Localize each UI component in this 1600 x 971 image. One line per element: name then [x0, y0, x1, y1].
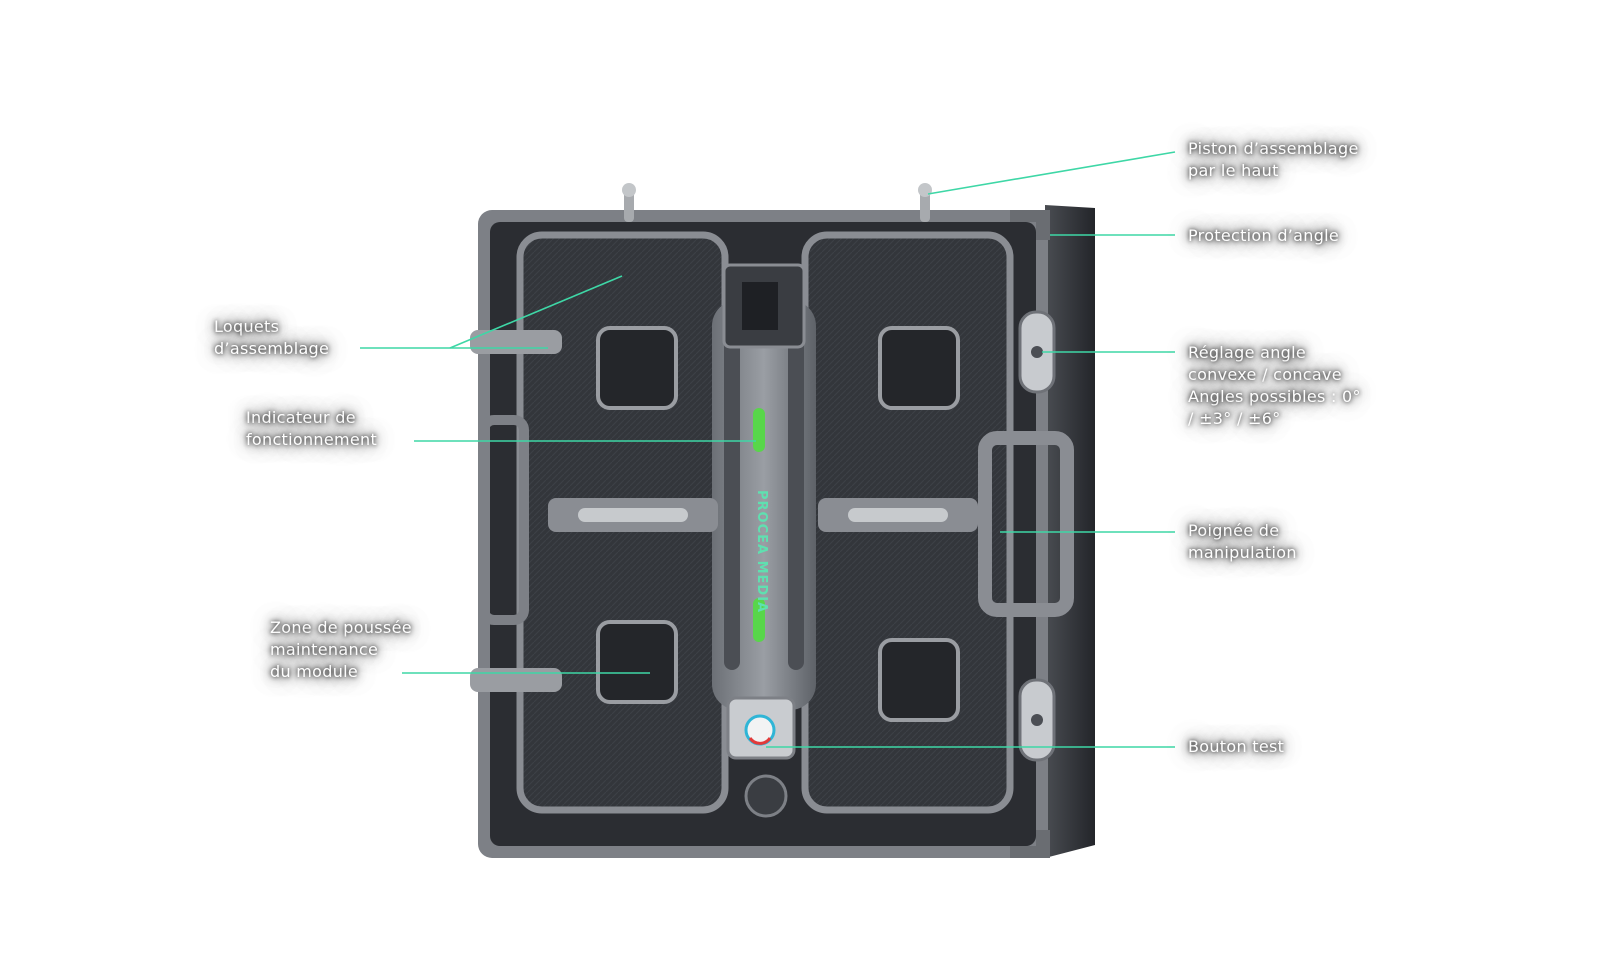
handle-grip [978, 431, 1074, 617]
callout-handle-line-1: Poignée de [1188, 521, 1280, 540]
spine-bottom-knob [744, 774, 788, 818]
leader-piston [927, 151, 1176, 195]
right-connector-slot [848, 508, 948, 522]
callout-handle-line-2: manipulation [1188, 543, 1297, 562]
spine-inner-left [724, 330, 740, 670]
module-lock-bottom-right [878, 638, 960, 722]
callout-indicator-line-1: Indicateur de [246, 408, 356, 427]
left-side-rail [479, 415, 529, 625]
callout-corner-line-1: Protection d’angle [1188, 226, 1340, 245]
status-led-top [753, 408, 765, 452]
callout-angle-line-2: convexe / concave [1188, 365, 1342, 384]
callout-angle-line-3: Angles possibles : 0° [1188, 387, 1361, 406]
callout-test-button: Bouton test [1188, 736, 1284, 758]
left-connector-slot [578, 508, 688, 522]
callout-indicator-line-2: fonctionnement [246, 430, 378, 449]
spine-label-plate [742, 282, 778, 330]
callout-push-zone-line-1: Zone de poussée [270, 618, 412, 637]
callout-piston-line-2: par le haut [1188, 161, 1279, 180]
callout-angle-line-1: Réglage angle [1188, 343, 1307, 362]
callout-latches: Loquets d’assemblage [214, 316, 329, 360]
callout-push-zone-line-3: du module [270, 662, 359, 681]
callout-angle-line-4: / ±3° / ±6° [1188, 409, 1281, 428]
callout-handle: Poignée de manipulation [1188, 520, 1297, 564]
test-button-mark [748, 737, 772, 745]
status-led-bottom [753, 598, 765, 642]
callout-corner: Protection d’angle [1188, 225, 1339, 247]
callout-angle: Réglage angle convexe / concave Angles p… [1188, 342, 1361, 430]
leader-latches-up [449, 275, 623, 349]
top-piston-left-head [622, 183, 636, 197]
panel-logo: PROCEA MEDIA [754, 490, 769, 613]
callout-push-zone: Zone de poussée maintenance du module [270, 617, 412, 683]
corner-protection-top-right [1010, 210, 1050, 240]
angle-adjuster-bottom-knob [1031, 714, 1043, 726]
top-piston-right-head [918, 183, 932, 197]
callout-latches-line-2: d’assemblage [214, 339, 330, 358]
spine-inner-right [788, 330, 804, 670]
callout-push-zone-line-2: maintenance [270, 640, 379, 659]
angle-adjuster-top-knob [1031, 346, 1043, 358]
left-latch-bottom [470, 668, 562, 692]
module-lock-top-left [596, 326, 678, 410]
callout-piston-line-1: Piston d’assemblage [1188, 139, 1359, 158]
module-lock-bottom-left [596, 620, 678, 704]
module-lock-top-right [878, 326, 960, 410]
callout-piston: Piston d’assemblage par le haut [1188, 138, 1359, 182]
callout-test-button-line-1: Bouton test [1188, 737, 1285, 756]
corner-protection-bottom-right [1010, 830, 1050, 858]
callout-latches-line-1: Loquets [214, 317, 280, 336]
callout-indicator: Indicateur de fonctionnement [246, 407, 377, 451]
leader-lines [360, 151, 1176, 748]
